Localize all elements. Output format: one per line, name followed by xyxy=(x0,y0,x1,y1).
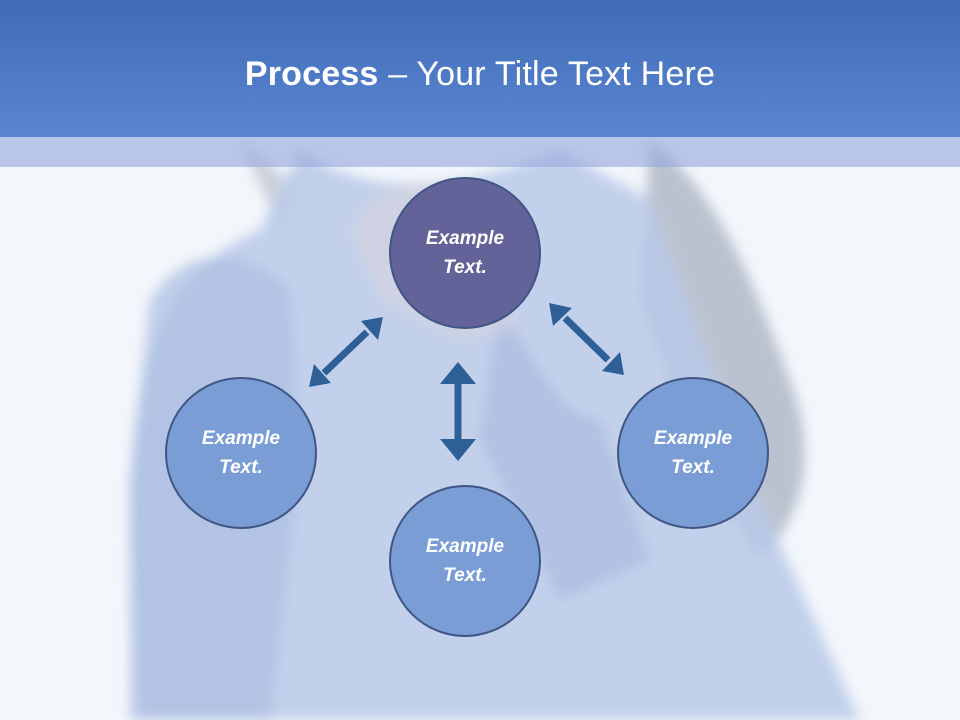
title-rest: – Your Title Text Here xyxy=(378,55,716,93)
process-node-top: Example Text. xyxy=(389,177,541,329)
process-node-left: Example Text. xyxy=(165,377,317,529)
process-node-right: Example Text. xyxy=(617,377,769,529)
arrow-top-bottom xyxy=(440,362,476,461)
node-text-right: Example Text. xyxy=(653,428,733,478)
title-bar xyxy=(0,0,960,137)
title-band xyxy=(0,137,960,167)
node-text-top: Example Text. xyxy=(425,228,505,278)
slide-title: Process – Your Title Text Here xyxy=(0,52,960,96)
arrow-top-left xyxy=(309,317,383,387)
arrow-top-right xyxy=(549,303,624,375)
title-bold: Process xyxy=(244,55,379,93)
process-node-bottom: Example Text. xyxy=(389,485,541,637)
node-text-bottom: Example Text. xyxy=(425,536,505,586)
node-text-left: Example Text. xyxy=(201,428,281,478)
